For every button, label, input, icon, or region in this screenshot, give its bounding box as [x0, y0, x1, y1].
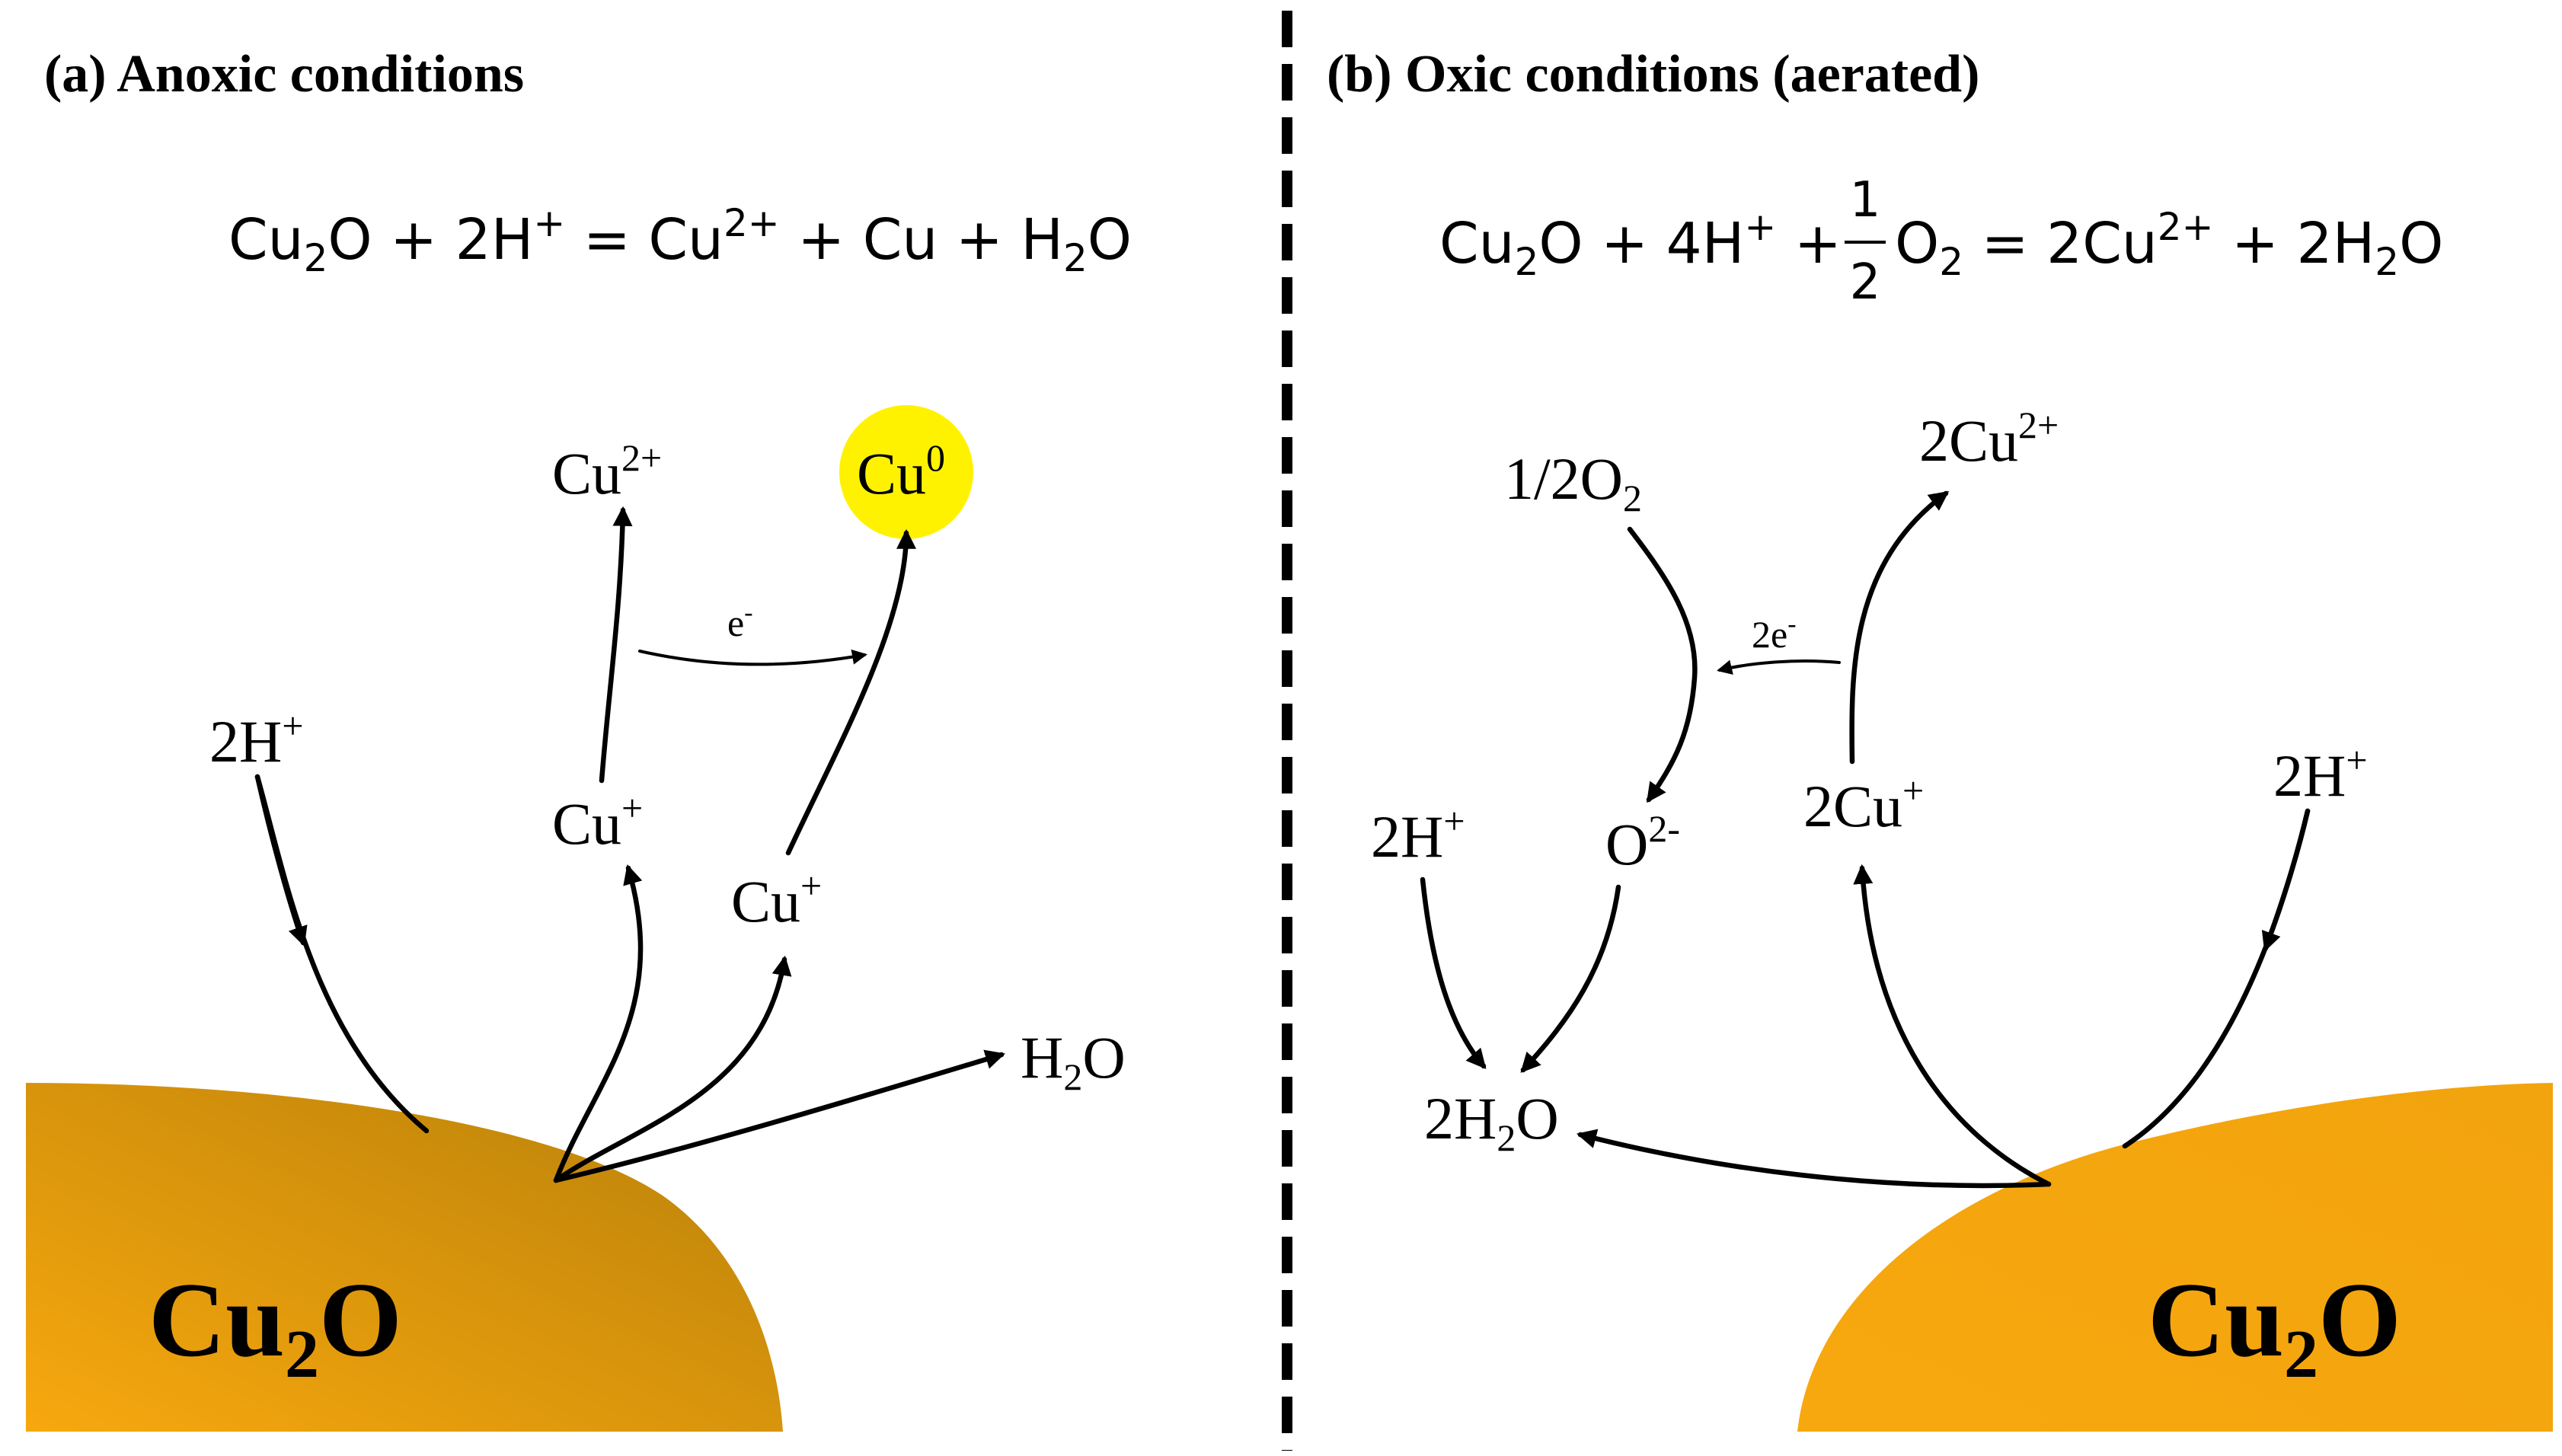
label-2hplus-left: 2H+: [1371, 800, 1465, 870]
arrow-surface-to-cuplus-1: [553, 864, 644, 1183]
arrow-surface-to-water: [1576, 1129, 2052, 1189]
label-cu0: Cu0: [857, 436, 945, 506]
arrow-surface-to-cuplus-2: [553, 955, 792, 1183]
panel-b-title: (b) Oxic conditions (aerated): [1327, 45, 1979, 104]
arrow-cuplus-to-cu0: [785, 528, 916, 856]
arrow-2electron-transfer: [1717, 659, 1841, 675]
cu0-highlight: [839, 405, 973, 539]
cu2o-solid-right: [1797, 1083, 2553, 1432]
arrow-2hplus-head: [254, 774, 308, 947]
panel-b-equation-left: Cu2O + 4H+ +: [1439, 205, 1842, 284]
label-2cuplus: 2Cu+: [1803, 769, 1924, 839]
arrow-2hplus-right-to-surface: [2122, 808, 2311, 1149]
arrow-electron-transfer: [638, 649, 867, 666]
arrow-2hplus-right-head: [2261, 808, 2311, 952]
arrow-2hplus-left-to-water: [1420, 876, 1487, 1069]
label-o2minus: O2-: [1605, 807, 1680, 877]
cu2o-solid-left: [26, 1083, 783, 1432]
label-cuplus-2: Cu+: [731, 864, 822, 934]
arrow-half-o2-to-o2minus: [1627, 526, 1698, 803]
arrow-2cuplus-to-2cu2plus: [1849, 490, 1950, 765]
label-2hplus-a: 2H+: [209, 704, 304, 774]
panel-b-equation-frac-den: 2: [1850, 254, 1881, 311]
arrow-o2minus-to-water: [1520, 884, 1621, 1073]
label-h2o-a: H2O: [1021, 1024, 1126, 1098]
arrow-2hplus-to-surface: [254, 774, 430, 1134]
panel-a: (a) Anoxic conditions Cu2O + 2H+ = Cu2+ …: [26, 45, 1132, 1432]
cu2o-solid-right-label: Cu2O: [2148, 1261, 2401, 1392]
label-cu2plus: Cu2+: [552, 436, 662, 506]
label-2electron: 2e-: [1752, 610, 1797, 656]
label-electron: e-: [727, 599, 753, 644]
label-2h2o-b: 2H2O: [1424, 1085, 1559, 1159]
cu2o-solid-left-label: Cu2O: [149, 1261, 402, 1392]
label-2hplus-right: 2H+: [2273, 739, 2368, 809]
arrow-cuplus-to-cu2plus: [599, 506, 633, 784]
arrow-surface-to-h2o: [553, 1049, 1005, 1183]
panel-a-title: (a) Anoxic conditions: [44, 45, 524, 104]
arrow-surface-to-2cuplus: [1853, 864, 2052, 1187]
panel-a-equation: Cu2O + 2H+ = Cu2+ + Cu + H2O: [228, 201, 1132, 280]
label-cuplus-1: Cu+: [552, 787, 643, 857]
label-half-o2: 1/2O2: [1504, 445, 1642, 519]
panel-b-equation-right: O2 = 2Cu2+ + 2H2O: [1895, 205, 2443, 284]
panel-b: (b) Oxic conditions (aerated) Cu2O + 4H+…: [1327, 45, 2553, 1432]
label-2cu2plus: 2Cu2+: [1919, 404, 2059, 474]
panel-b-equation-frac-num: 1: [1850, 172, 1881, 228]
